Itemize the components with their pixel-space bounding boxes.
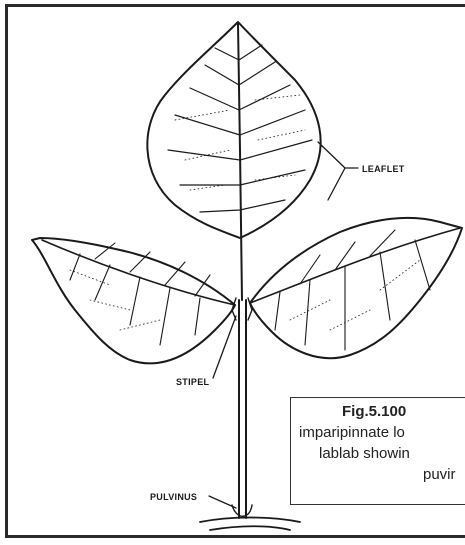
caption-line: imparipinnate lo (299, 422, 405, 443)
caption-title: Fig.5.100 (342, 401, 406, 422)
stipel-label: STIPEL (176, 377, 210, 387)
stipel-leader (213, 316, 236, 378)
left-leaflet (32, 238, 235, 363)
caption-line: puvir (423, 464, 456, 485)
pulvinus-leader (209, 496, 236, 508)
figure-caption: Fig.5.100 imparipinnate lo lablab showin… (290, 397, 465, 505)
right-leaflet (250, 218, 462, 358)
caption-line: lablab showin (319, 443, 410, 464)
pulvinus-label: PULVINUS (150, 492, 197, 502)
leaflet-leader (318, 142, 358, 200)
petiole (200, 298, 300, 530)
leaflet-label: LEAFLET (362, 164, 405, 174)
